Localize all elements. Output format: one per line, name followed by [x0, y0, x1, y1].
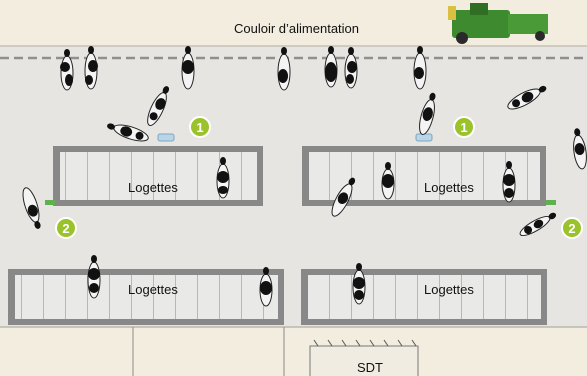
cow-icon [107, 123, 149, 142]
cow-icon [507, 85, 547, 110]
cow-icon [259, 267, 273, 307]
cow-icon [352, 263, 366, 305]
cow-icon [60, 49, 74, 91]
cow-icon [573, 128, 587, 170]
tractor-icon [448, 3, 548, 44]
brush-icon [157, 133, 175, 142]
cow-icon [519, 212, 557, 237]
stall-block-bottom-right [301, 269, 547, 325]
stall-block-bottom-left [8, 269, 284, 325]
cow-icon [216, 157, 230, 199]
feed-alley-label: Couloir d’alimentation [234, 21, 360, 36]
cow-icon [84, 46, 98, 90]
marker-2-left: 2 [55, 217, 77, 239]
cow-icon [502, 161, 516, 203]
bottom-area [0, 327, 587, 376]
cow-icon [344, 47, 358, 89]
stall-label-bottom-right: Logettes [424, 282, 474, 297]
stall-label-bottom-left: Logettes [128, 282, 178, 297]
cow-icon [181, 46, 195, 90]
water-trough-icon [546, 200, 556, 205]
cow-icon [147, 86, 170, 127]
svg-text:1: 1 [196, 120, 203, 135]
cow-icon [413, 46, 427, 90]
svg-text:1: 1 [460, 120, 467, 135]
marker-1-left: 1 [189, 116, 211, 138]
cow-icon [22, 187, 41, 229]
cow-icon [277, 47, 291, 91]
stall-label-top-right: Logettes [424, 180, 474, 195]
stall-block-top-left [53, 146, 263, 206]
cow-icon [324, 46, 338, 88]
marker-2-right: 2 [561, 217, 583, 239]
svg-text:2: 2 [62, 221, 69, 236]
svg-text:2: 2 [568, 221, 575, 236]
water-trough-icon [45, 200, 55, 205]
cow-icon [419, 92, 436, 135]
brush-icon [415, 133, 433, 142]
cow-icon [381, 162, 395, 200]
sdt-area [309, 339, 419, 376]
cow-icon [87, 255, 101, 299]
stall-label-top-left: Logettes [128, 180, 178, 195]
sdt-label: SDT [357, 360, 383, 375]
cow-icon [331, 177, 356, 217]
marker-1-right: 1 [453, 116, 475, 138]
